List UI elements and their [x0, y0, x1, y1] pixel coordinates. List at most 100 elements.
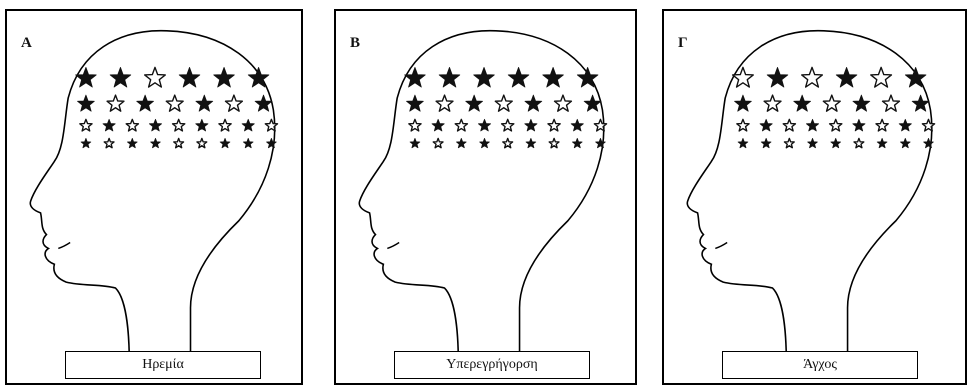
star-filled-icon	[831, 138, 841, 147]
star-outline-icon	[548, 119, 560, 131]
star-outline-icon	[225, 95, 242, 111]
star-outline-icon	[830, 119, 842, 131]
star-outline-icon	[455, 119, 467, 131]
star-filled-icon	[214, 67, 235, 87]
panel-a: A Ηρεμία	[5, 9, 303, 385]
star-filled-icon	[242, 119, 254, 131]
star-outline-icon	[107, 95, 124, 111]
star-filled-icon	[767, 67, 788, 87]
star-filled-icon	[525, 119, 537, 131]
star-outline-icon	[764, 95, 781, 111]
star-filled-icon	[149, 119, 161, 131]
star-filled-icon	[525, 95, 542, 111]
star-filled-icon	[899, 119, 911, 131]
star-filled-icon	[735, 95, 752, 111]
star-outline-icon	[219, 119, 231, 131]
star-filled-icon	[761, 138, 771, 147]
star-filled-icon	[81, 138, 91, 147]
caption-label: Ηρεμία	[142, 357, 184, 373]
star-filled-icon	[243, 138, 253, 147]
star-outline-icon	[173, 119, 185, 131]
panel-c: Γ Άγχος	[662, 9, 967, 385]
caption-box: Άγχος	[722, 351, 918, 379]
star-filled-icon	[508, 67, 529, 87]
star-filled-icon	[255, 95, 272, 111]
star-outline-icon	[174, 138, 184, 147]
mouth-mark	[58, 243, 70, 249]
star-outline-icon	[876, 119, 888, 131]
star-outline-icon	[883, 95, 900, 111]
mouth-mark	[715, 243, 727, 249]
star-filled-icon	[584, 95, 601, 111]
star-filled-icon	[912, 95, 929, 111]
star-filled-icon	[526, 138, 536, 147]
star-outline-icon	[555, 95, 572, 111]
star-filled-icon	[103, 119, 115, 131]
star-outline-icon	[197, 138, 207, 147]
star-filled-icon	[900, 138, 910, 147]
star-filled-icon	[877, 138, 887, 147]
star-outline-icon	[80, 119, 92, 131]
panel-b: Β Υπερεγρήγορση	[334, 9, 637, 385]
star-outline-icon	[594, 119, 606, 131]
star-outline-icon	[802, 67, 823, 87]
star-filled-icon	[410, 138, 420, 147]
star-outline-icon	[783, 119, 795, 131]
star-outline-icon	[503, 138, 513, 147]
star-filled-icon	[220, 138, 230, 147]
star-outline-icon	[433, 138, 443, 147]
star-filled-icon	[853, 95, 870, 111]
star-filled-icon	[179, 67, 200, 87]
star-filled-icon	[853, 119, 865, 131]
star-filled-icon	[405, 67, 426, 87]
star-filled-icon	[151, 138, 161, 147]
star-outline-icon	[549, 138, 559, 147]
caption-box: Ηρεμία	[65, 351, 261, 379]
star-outline-icon	[409, 119, 421, 131]
star-filled-icon	[406, 95, 423, 111]
star-filled-icon	[543, 67, 564, 87]
star-outline-icon	[784, 138, 794, 147]
star-filled-icon	[794, 95, 811, 111]
star-outline-icon	[104, 138, 114, 147]
star-filled-icon	[478, 119, 490, 131]
head-silhouette	[664, 11, 965, 383]
star-filled-icon	[480, 138, 490, 147]
star-filled-icon	[432, 119, 444, 131]
caption-box: Υπερεγρήγορση	[394, 351, 590, 379]
star-filled-icon	[137, 95, 154, 111]
star-outline-icon	[854, 138, 864, 147]
star-outline-icon	[871, 67, 892, 87]
star-filled-icon	[456, 138, 466, 147]
star-filled-icon	[127, 138, 137, 147]
caption-label: Άγχος	[803, 357, 837, 373]
star-outline-icon	[922, 119, 934, 131]
star-filled-icon	[110, 67, 131, 87]
star-outline-icon	[265, 119, 277, 131]
star-outline-icon	[823, 95, 840, 111]
head-silhouette	[7, 11, 301, 383]
star-filled-icon	[738, 138, 748, 147]
star-filled-icon	[466, 95, 483, 111]
star-outline-icon	[436, 95, 453, 111]
star-filled-icon	[77, 95, 94, 111]
star-filled-icon	[196, 95, 213, 111]
star-outline-icon	[145, 67, 166, 87]
star-filled-icon	[760, 119, 772, 131]
star-outline-icon	[126, 119, 138, 131]
star-filled-icon	[439, 67, 460, 87]
mouth-mark	[387, 243, 399, 249]
star-filled-icon	[572, 138, 582, 147]
star-outline-icon	[733, 67, 754, 87]
star-filled-icon	[806, 119, 818, 131]
star-outline-icon	[737, 119, 749, 131]
star-outline-icon	[495, 95, 512, 111]
star-outline-icon	[166, 95, 183, 111]
star-filled-icon	[474, 67, 495, 87]
star-filled-icon	[836, 67, 857, 87]
star-filled-icon	[196, 119, 208, 131]
head-silhouette	[336, 11, 635, 383]
caption-label: Υπερεγρήγορση	[446, 357, 537, 373]
star-filled-icon	[76, 67, 97, 87]
star-outline-icon	[502, 119, 514, 131]
